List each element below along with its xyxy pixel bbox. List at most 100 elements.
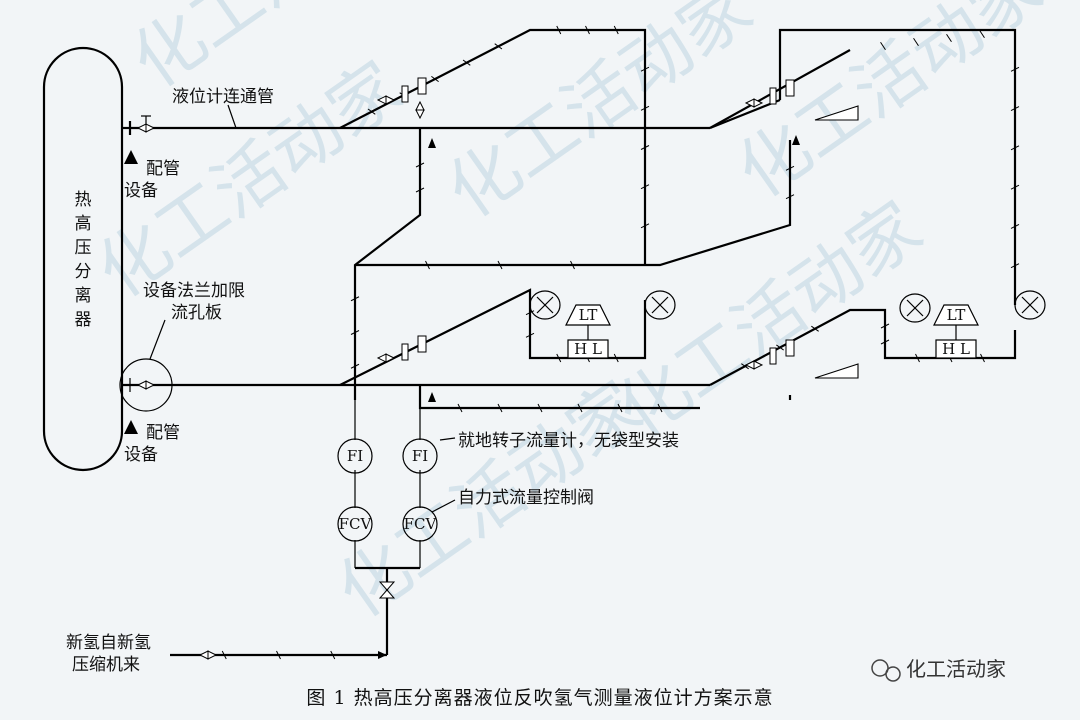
pipe-tick-mark <box>776 344 784 351</box>
valve-cluster-lower-right <box>744 339 795 370</box>
label-rotameter-note: 就地转子流量计，无袋型安装 <box>458 431 679 451</box>
pipe-tick-mark <box>330 650 336 660</box>
vessel-label: 热高压分离器 <box>75 190 92 330</box>
pipe-tick-mark <box>640 223 650 229</box>
pipe-tick-mark <box>946 33 952 43</box>
vessel-label-char: 器 <box>75 310 92 330</box>
valve-cluster-upper-left <box>376 77 436 148</box>
separator-vessel <box>42 46 124 472</box>
pipe-tick-mark <box>880 41 886 51</box>
pipe-tick-mark <box>497 403 503 413</box>
valve-cluster-upper-right <box>744 79 800 145</box>
fcv-right-text: FCV <box>404 515 438 533</box>
pipe-tick-mark <box>457 403 463 413</box>
pipe-tick-mark <box>585 25 590 35</box>
pipe-tick-mark <box>537 403 543 413</box>
seal-loops <box>529 290 1046 323</box>
pipe-tick-mark <box>1010 223 1020 229</box>
pipe-tick-mark <box>1010 66 1020 72</box>
fi-left-bubble: FI <box>337 438 373 474</box>
figure-caption: 图 1 热高压分离器液位反吹氢气测量液位计方案示意 <box>306 687 773 709</box>
orifice-flange-circle <box>119 358 173 412</box>
wechat-icon <box>871 659 889 677</box>
fi-left-text: FI <box>347 447 363 465</box>
watermark-char-1: 化工活动家 <box>118 0 452 104</box>
label-equipment-top: 设备 <box>124 181 158 201</box>
label-equipment-bottom: 设备 <box>124 445 158 465</box>
label-level-gauge-pipe: 液位计连通管 <box>172 87 274 107</box>
pipe-tick-mark <box>570 260 575 270</box>
pipe-tick-mark <box>415 162 425 168</box>
label-orifice-line1: 设备法兰加限 <box>143 281 245 301</box>
pipe-tick-mark <box>915 353 920 363</box>
valve-cluster-lower-left <box>376 335 436 402</box>
watermark-logo: 化工活动家 <box>871 657 1006 682</box>
pipe-tick-mark <box>221 650 227 660</box>
pipe-tick-mark <box>556 353 562 363</box>
vessel-label-char: 压 <box>75 238 92 258</box>
vessel-label-char: 高 <box>75 214 92 234</box>
pipe-tick-mark <box>913 37 919 47</box>
pipe-tick-mark <box>350 296 360 302</box>
level-wedge-upper <box>814 105 859 121</box>
pipe-tick-mark <box>741 363 749 370</box>
pipe-tick-mark <box>1010 184 1020 190</box>
lt-left-transmitter: LT H L <box>565 304 611 359</box>
pipe-tick-mark <box>1010 263 1020 269</box>
fi-right-bubble: FI <box>402 438 438 474</box>
pipe-tick-mark <box>556 25 562 35</box>
pipe-tick-mark <box>525 310 535 316</box>
fi-right-text: FI <box>412 447 428 465</box>
vessel-label-char: 离 <box>75 286 92 306</box>
pipe-tick-mark <box>425 260 430 270</box>
label-hydrogen-source-2: 压缩机来 <box>72 655 140 675</box>
pipe-tick-mark <box>640 145 650 150</box>
pipe-tick-mark <box>1010 145 1020 151</box>
pipe-tick-mark <box>350 330 360 335</box>
fcv-left-bubble: FCV <box>337 506 373 542</box>
watermark-logo-text: 化工活动家 <box>906 657 1006 681</box>
pipe-tick-mark <box>577 403 583 413</box>
pipe-tick-mark <box>785 194 795 200</box>
pipe-tick-mark <box>367 108 376 115</box>
pipe-tick-mark <box>880 339 890 345</box>
pipe-tick-mark <box>497 260 503 270</box>
watermark-char-4: 化工活动家 <box>603 186 937 454</box>
hl-left-text: H L <box>574 340 602 358</box>
hydrogen-inlet-valves <box>198 581 396 660</box>
pipe-tick-mark <box>640 105 650 111</box>
nozzle-valve-top <box>124 115 156 164</box>
pipe-tick-mark <box>525 332 535 338</box>
pipe-tick-mark <box>785 165 795 171</box>
pipe-tick-mark <box>613 25 619 35</box>
label-orifice-line2: 流孔板 <box>171 303 222 323</box>
pipe-tick-mark <box>415 187 425 193</box>
pipe-tick-mark <box>613 353 619 363</box>
pipe-tick-mark <box>462 59 471 66</box>
lt-left-text: LT <box>579 306 598 324</box>
pipe-tick-mark <box>350 363 360 369</box>
lt-right-text: LT <box>947 306 966 324</box>
pipe-tick-mark <box>657 403 663 413</box>
pipe-tick-mark <box>980 353 985 363</box>
pipe-tick-mark <box>880 323 890 329</box>
vessel-label-char: 热 <box>75 190 92 210</box>
pipe-ticks <box>221 25 1020 660</box>
pipe-tick-mark <box>979 29 985 39</box>
leader-rotameter <box>439 437 456 441</box>
pipe-tick-mark <box>640 66 650 72</box>
label-pipe-fitting-bottom: 配管 <box>146 423 180 443</box>
pipe-tick-mark <box>811 325 819 332</box>
leader-level-pipe <box>227 104 237 129</box>
watermark-char-3: 化工活动家 <box>433 0 767 234</box>
fcv-right-bubble: FCV <box>402 506 438 542</box>
watermark-char-5: 化工活动家 <box>723 0 1057 214</box>
pipe-tick-mark <box>1010 106 1020 112</box>
pipe-tick-mark <box>431 75 439 83</box>
level-wedge-lower <box>814 363 859 379</box>
pipe-tick-mark <box>276 650 281 660</box>
label-pipe-fitting-top: 配管 <box>146 159 180 179</box>
pipe-tick-mark <box>494 43 503 50</box>
